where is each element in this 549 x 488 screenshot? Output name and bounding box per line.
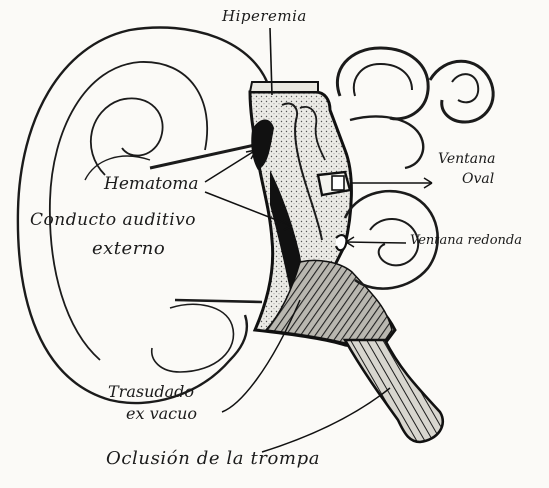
- label-hematoma: Hematoma: [104, 176, 198, 193]
- vestibule: [350, 116, 423, 168]
- hiperemia-cap: [250, 82, 318, 92]
- eustachian-tube: [345, 340, 443, 442]
- ventana-redonda-arrow: [346, 242, 406, 243]
- label-ventana-redonda: Ventana redonda: [410, 234, 522, 247]
- stapes-footplate: [332, 176, 344, 190]
- semicircular-canal-right: [430, 61, 493, 122]
- antihelix-fold: [91, 98, 163, 175]
- semicircular-canal-upper-inner: [354, 64, 412, 96]
- label-ventana-oval-line2: Oval: [462, 172, 494, 186]
- label-hiperemia: Hiperemia: [222, 9, 307, 24]
- lobule-outline: [152, 304, 234, 372]
- label-ventana-oval-line1: Ventana: [438, 152, 495, 166]
- label-externo: externo: [92, 240, 165, 258]
- canal-upper-line: [150, 145, 255, 168]
- label-trasudado-line1: Trasudado: [108, 384, 194, 400]
- label-trasudado-line2: ex vacuo: [126, 406, 197, 422]
- oclusion-leader: [262, 388, 390, 452]
- semicircular-canal-right-inner: [452, 74, 478, 102]
- label-oclusion-trompa: Oclusión de la trompa: [106, 450, 320, 468]
- label-conducto-auditivo: Conducto auditivo: [30, 212, 196, 229]
- semicircular-canal-upper: [337, 48, 428, 119]
- round-window: [336, 235, 346, 250]
- canal-lower-line: [175, 300, 262, 302]
